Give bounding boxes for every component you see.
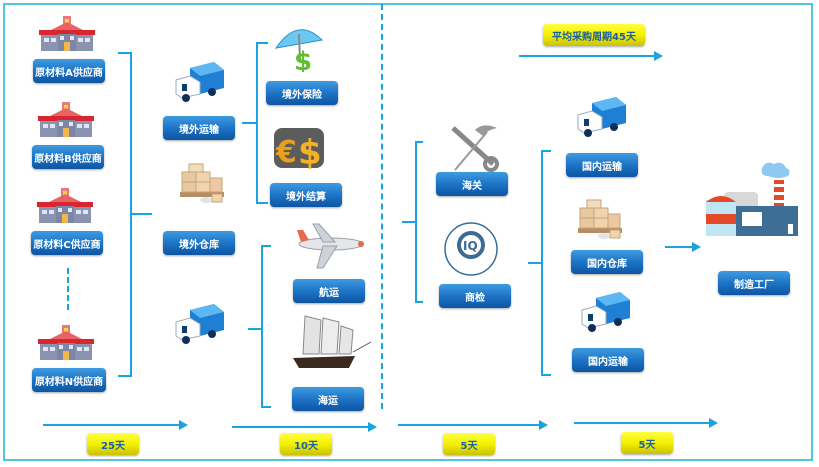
bracket [541, 374, 551, 376]
supplier-n-box[interactable]: 原材料N供应商 [32, 368, 106, 392]
boxes-pallet-icon [577, 199, 623, 240]
domestic-transport-box-2[interactable]: 国内运输 [572, 348, 644, 372]
svg-text:$: $ [294, 47, 312, 72]
factory-box[interactable]: 制造工厂 [718, 271, 790, 295]
airplane-icon [297, 223, 364, 269]
currency-icon: € $ [274, 128, 324, 172]
bracket [402, 221, 416, 223]
avg-cycle-badge: 平均采购周期45天 [543, 24, 645, 46]
svg-text:IQ: IQ [463, 239, 478, 253]
supplier-b-box[interactable]: 原材料B供应商 [32, 145, 104, 169]
diagram-frame [3, 3, 813, 461]
school-building-icon [38, 102, 94, 137]
bracket [415, 301, 423, 303]
sea-freight-box[interactable]: 海运 [292, 387, 364, 411]
svg-text:€: € [275, 135, 297, 170]
school-building-icon [37, 188, 93, 223]
bracket [261, 406, 271, 408]
overseas-transport-box[interactable]: 境外运输 [163, 116, 235, 140]
bracket [130, 213, 152, 215]
bracket [118, 375, 132, 377]
timeline-arrow [574, 418, 718, 428]
duration-badge: 5天 [621, 432, 673, 454]
bracket [415, 141, 423, 143]
bracket [541, 150, 543, 376]
duration-badge: 10天 [280, 433, 332, 455]
school-building-icon [38, 325, 94, 360]
overseas-warehouse-box[interactable]: 境外仓库 [163, 231, 235, 255]
bracket [261, 245, 263, 408]
supplier-a-box[interactable]: 原材料A供应商 [33, 59, 105, 83]
sailing-ship-icon [293, 315, 372, 368]
bracket [256, 42, 268, 44]
arrow-to-factory [665, 242, 701, 252]
factory-icon [706, 162, 798, 236]
truck-icon [175, 303, 225, 345]
bracket [415, 141, 417, 303]
customs-emblem-icon [451, 125, 499, 172]
inspection-box[interactable]: 商检 [439, 284, 511, 308]
domestic-warehouse-box[interactable]: 国内仓库 [571, 250, 643, 274]
truck-icon [175, 61, 225, 103]
bracket [118, 52, 132, 54]
bracket [541, 150, 551, 152]
overall-arrow [519, 51, 663, 61]
air-freight-box[interactable]: 航运 [293, 279, 365, 303]
timeline-arrow [398, 420, 548, 430]
overseas-settlement-box[interactable]: 境外结算 [270, 183, 342, 207]
boxes-pallet-icon [179, 163, 225, 204]
customs-box[interactable]: 海关 [436, 172, 508, 196]
bracket [261, 245, 271, 247]
truck-icon [577, 96, 627, 138]
domestic-transport-box[interactable]: 国内运输 [566, 153, 638, 177]
bracket [248, 328, 262, 330]
umbrella-dollar-icon: $ [274, 29, 324, 72]
bracket [256, 42, 258, 204]
svg-text:$: $ [298, 133, 322, 172]
overseas-insurance-box[interactable]: 境外保险 [266, 81, 338, 105]
bracket [528, 262, 542, 264]
bracket [242, 122, 256, 124]
duration-badge: 25天 [87, 433, 139, 455]
school-building-icon [39, 16, 95, 51]
bracket [256, 202, 268, 204]
ciq-seal-icon: IQ [444, 222, 498, 276]
truck-icon [581, 291, 631, 333]
timeline-arrow [43, 420, 188, 430]
timeline-arrow [232, 422, 377, 432]
duration-badge: 5天 [443, 433, 495, 455]
supplier-c-box[interactable]: 原材料C供应商 [31, 231, 103, 255]
ellipsis-dots [67, 268, 69, 310]
section-divider [381, 4, 383, 409]
